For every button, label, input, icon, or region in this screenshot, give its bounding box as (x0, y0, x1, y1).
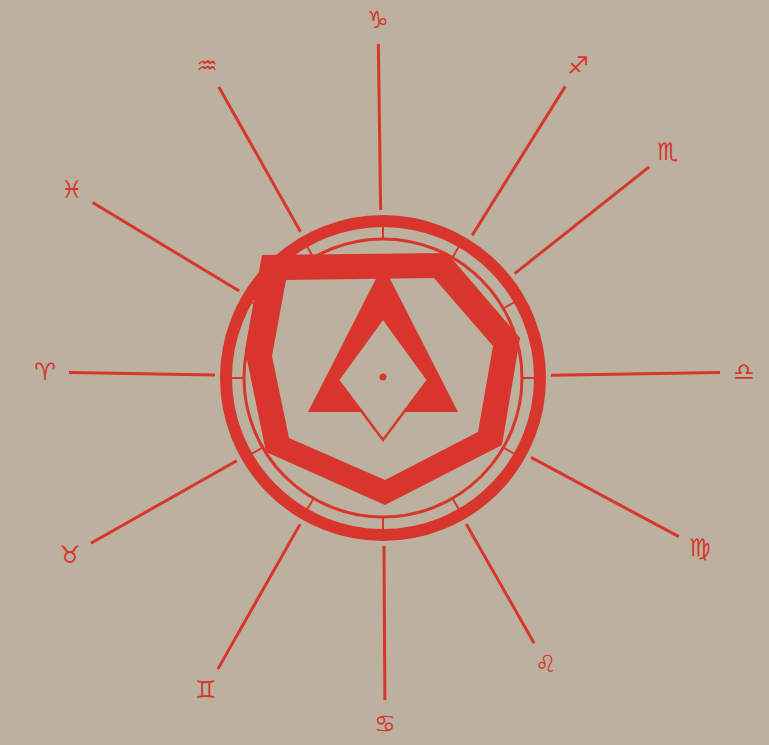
ray-line (219, 87, 301, 232)
zodiac-sign: ♌ (535, 652, 557, 676)
zodiac-sign: ♏ (657, 140, 679, 164)
ray-line (378, 44, 380, 210)
ray-line (69, 372, 215, 375)
ring-tick (231, 377, 244, 379)
zodiac-sign: ♓ (61, 178, 83, 202)
zodiac-sign: ♈ (34, 360, 56, 384)
ray-line (93, 202, 240, 291)
ring-tick (453, 498, 460, 509)
zodiac-sign: ♉ (59, 543, 81, 567)
ring-tick (307, 498, 314, 509)
ray-line (466, 524, 534, 643)
ring-tick (382, 226, 384, 239)
zodiac-sign: ♎ (733, 360, 755, 384)
ray-line (531, 457, 679, 536)
zodiac-sign: ♋ (374, 712, 396, 736)
ring-tick (503, 302, 514, 309)
ring-ticks (231, 226, 535, 530)
zodiac-sign: ♐ (567, 54, 589, 78)
ray-line (515, 167, 650, 274)
outer-ring (226, 221, 540, 535)
ray-line (382, 546, 386, 700)
ray-line (472, 86, 565, 235)
zodiac-sign: ♑ (367, 8, 389, 32)
rays (69, 44, 720, 700)
inner-ring (244, 239, 522, 517)
ring-tick (522, 377, 535, 379)
ray-line (218, 524, 300, 669)
ring-tick (251, 448, 262, 455)
zodiac-sign: ♊ (195, 678, 217, 702)
zodiac-sign: ♒ (196, 54, 218, 78)
zodiac-sign: ♍ (689, 536, 711, 560)
diamond (338, 318, 428, 440)
ray-line (551, 372, 720, 375)
heptagon (245, 253, 520, 505)
ring-tick (453, 246, 460, 257)
ring-tick (503, 448, 514, 455)
ring-tick (382, 517, 384, 530)
ray-line (91, 461, 237, 543)
center-dot (380, 374, 387, 381)
